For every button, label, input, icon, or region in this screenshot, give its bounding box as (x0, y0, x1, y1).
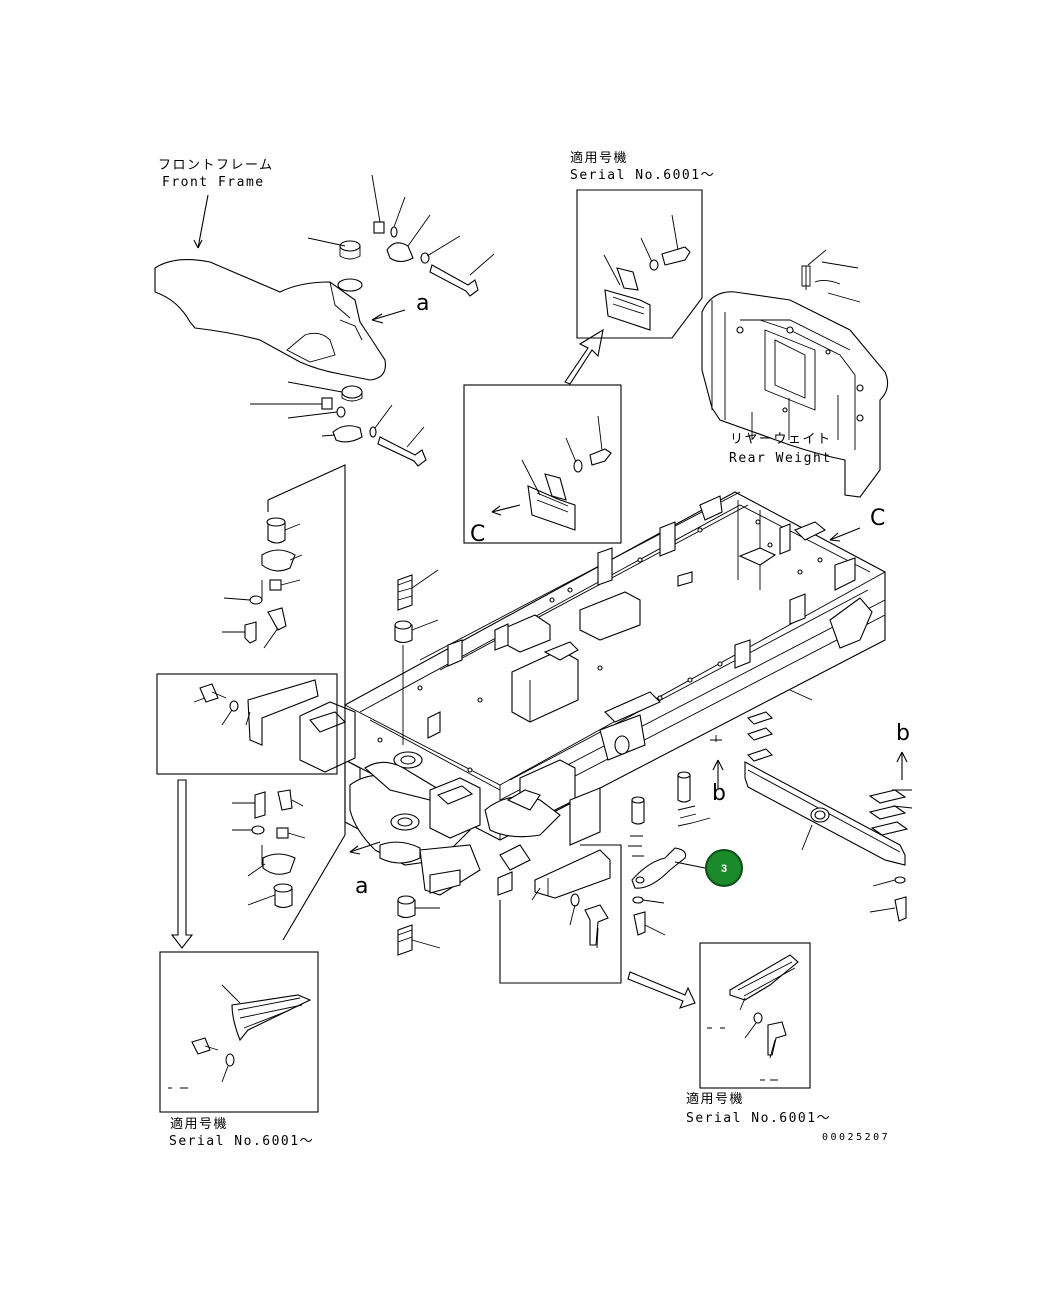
hollow-arrow-right (627, 971, 696, 1009)
serial-box-bottom-left: 適用号機 Serial No.6001～ (159, 951, 319, 1149)
view-letter-b-center: b (712, 781, 726, 806)
serial-label-jp-bl: 適用号機 (170, 1116, 228, 1132)
callout-3-number: 3 (721, 863, 727, 875)
rear-weight-label-jp: リヤーウェイト (730, 432, 832, 447)
rear-weight-group: リヤーウェイト Rear Weight (701, 249, 889, 498)
serial-label-jp-top: 適用号機 (570, 150, 628, 166)
hitch-link-part-3 (631, 847, 687, 889)
view-letter-b-right: b (896, 721, 910, 746)
view-letter-c-frame: C (870, 506, 885, 531)
rear-weight-body (701, 291, 889, 498)
hollow-arrow-up (564, 328, 604, 385)
front-frame-group: フロントフレーム Front Frame a (154, 158, 495, 467)
serial-box-bottom-right: 適用号機 Serial No.6001～ (686, 942, 831, 1126)
view-letter-c-detail: C (470, 522, 485, 547)
step-detail-box (156, 673, 338, 949)
bracket-detail-box (499, 844, 696, 1009)
drawing-code: 00025207 (822, 1132, 890, 1143)
nut-part (373, 221, 385, 234)
main-frame-group: C a (299, 491, 886, 899)
front-frame-label-en: Front Frame (162, 175, 265, 190)
callout-3[interactable]: 3 (705, 849, 743, 887)
hitch-parts-group: b b (628, 711, 913, 936)
serial-label-jp-br: 適用号機 (686, 1091, 744, 1107)
bolt-part (429, 264, 479, 297)
front-frame-body (154, 259, 386, 381)
view-letter-a-bottom: a (355, 874, 368, 899)
front-frame-label-jp: フロントフレーム (158, 158, 274, 173)
frame-pin-hole (337, 278, 363, 292)
hollow-arrow-down (170, 779, 194, 949)
serial-label-en-br: Serial No.6001～ (686, 1111, 831, 1126)
view-letter-a-top: a (416, 291, 429, 316)
serial-box-top: 適用号機 Serial No.6001～ (570, 150, 715, 339)
serial-label-en-top: Serial No.6001～ (570, 168, 715, 183)
detail-c-box: C (463, 328, 622, 547)
bracket-part (527, 485, 576, 531)
callout-3-circle[interactable] (705, 849, 743, 887)
rear-weight-label-en: Rear Weight (729, 451, 832, 466)
serial-label-en-bl: Serial No.6001～ (169, 1134, 314, 1149)
pin-parts-left (222, 464, 441, 956)
